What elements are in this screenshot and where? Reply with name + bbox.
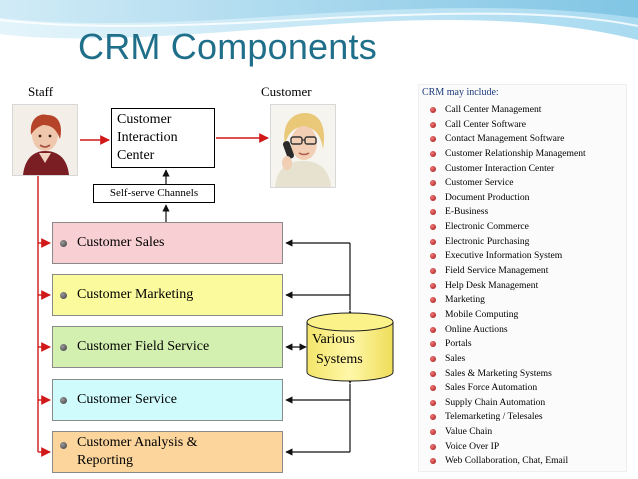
list-item: Help Desk Management <box>430 279 586 294</box>
list-item: E-Business <box>430 205 586 220</box>
component-label: Customer Marketing <box>77 287 194 302</box>
list-item: Call Center Software <box>430 118 586 133</box>
component-label: Customer Service <box>77 392 177 407</box>
page-title: CRM Components <box>78 26 377 67</box>
customer-label: Customer <box>261 84 312 99</box>
bullet-icon <box>60 292 67 299</box>
cic-line-1: Customer <box>117 112 172 127</box>
list-item: Online Auctions <box>430 323 586 338</box>
component-customer-sales: Customer Sales <box>52 222 283 264</box>
bullet-icon <box>430 443 436 450</box>
list-item: Executive Information System <box>430 249 586 264</box>
bullet-icon <box>430 209 436 216</box>
bullet-icon <box>430 399 436 406</box>
bullet-icon <box>430 224 436 231</box>
list-item: Telemarketing / Telesales <box>430 410 586 425</box>
staff-label: Staff <box>28 84 54 99</box>
list-item: Electronic Commerce <box>430 220 586 235</box>
list-item: Value Chain <box>430 425 586 440</box>
bullet-icon <box>430 253 436 260</box>
component-label: Customer Field Service <box>77 339 210 354</box>
list-item: Field Service Management <box>430 264 586 279</box>
customer-photo <box>270 104 336 188</box>
bullet-icon <box>430 180 436 187</box>
bullet-icon <box>430 458 436 465</box>
list-item: Call Center Management <box>430 103 586 118</box>
staff-photo <box>12 104 78 176</box>
cic-line-3: Center <box>117 148 155 163</box>
header-swoosh-decoration <box>0 0 638 40</box>
list-item: Document Production <box>430 191 586 206</box>
list-item: Voice Over IP <box>430 440 586 455</box>
list-item: Sales & Marketing Systems <box>430 367 586 382</box>
bullet-icon <box>430 282 436 289</box>
bullet-icon <box>430 121 436 128</box>
crm-list-heading: CRM may include: <box>422 87 499 98</box>
component-label-line-1: Customer Analysis & <box>77 435 198 450</box>
bullet-icon <box>430 370 436 377</box>
list-item: Web Collaboration, Chat, Email <box>430 454 586 469</box>
bullet-icon <box>60 240 67 247</box>
list-item: Contact Management Software <box>430 132 586 147</box>
list-item: Sales <box>430 352 586 367</box>
customer-interaction-center-box: Customer Interaction Center <box>111 108 215 168</box>
bullet-icon <box>430 429 436 436</box>
list-item: Customer Service <box>430 176 586 191</box>
list-item: Customer Relationship Management <box>430 147 586 162</box>
bullet-icon <box>430 238 436 245</box>
component-customer-field-service: Customer Field Service <box>52 326 283 368</box>
various-systems-label: Various Systems <box>312 330 363 370</box>
list-item: Electronic Purchasing <box>430 235 586 250</box>
component-customer-service: Customer Service <box>52 379 283 421</box>
crm-list-panel <box>418 84 627 472</box>
bullet-icon <box>430 107 436 113</box>
bullet-icon <box>60 344 67 351</box>
component-customer-analysis-reporting: Customer Analysis & Reporting <box>52 431 283 473</box>
component-label: Customer Sales <box>77 235 165 250</box>
bullet-icon <box>430 341 436 348</box>
various-systems-cylinder <box>306 312 394 382</box>
bullet-icon <box>430 297 436 304</box>
bullet-icon <box>430 355 436 362</box>
bullet-icon <box>430 385 436 392</box>
bullet-icon <box>430 136 436 143</box>
self-serve-channels-box: Self-serve Channels <box>93 184 215 203</box>
bullet-icon <box>430 326 436 333</box>
bullet-icon <box>430 194 436 201</box>
list-item: Supply Chain Automation <box>430 396 586 411</box>
list-item: Sales Force Automation <box>430 381 586 396</box>
list-item: Mobile Computing <box>430 308 586 323</box>
bullet-icon <box>430 165 436 172</box>
cic-line-2: Interaction <box>117 130 178 145</box>
crm-list: Call Center Management Call Center Softw… <box>430 103 586 469</box>
bullet-icon <box>60 442 67 449</box>
systems-line-2: Systems <box>316 352 363 367</box>
bullet-icon <box>430 268 436 275</box>
bullet-icon <box>60 397 67 404</box>
component-customer-marketing: Customer Marketing <box>52 274 283 316</box>
list-item: Portals <box>430 337 586 352</box>
component-label-line-2: Reporting <box>77 453 133 468</box>
list-item: Customer Interaction Center <box>430 162 586 177</box>
bullet-icon <box>430 311 436 318</box>
bullet-icon <box>430 150 436 157</box>
list-item: Marketing <box>430 293 586 308</box>
systems-line-1: Various <box>312 332 355 347</box>
bullet-icon <box>430 414 436 421</box>
